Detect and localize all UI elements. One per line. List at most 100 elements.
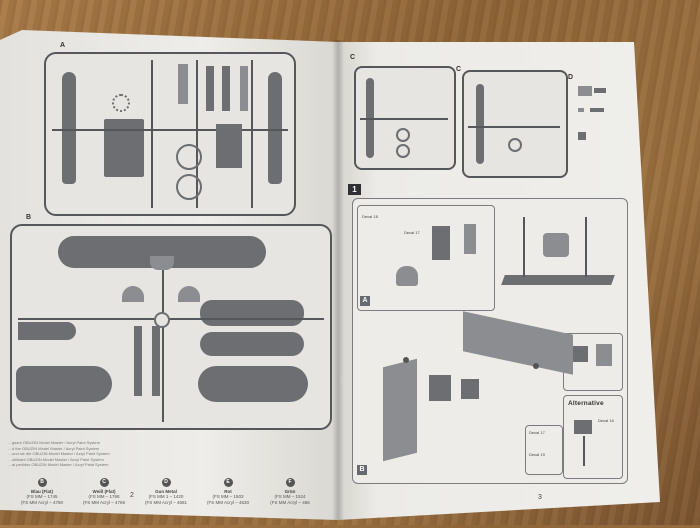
paint-color-row: B Blau (Flat) (FS MM – 1745 (FS MM Acryl…: [14, 478, 334, 520]
legend-swatch-2: [578, 108, 584, 112]
paint-name: Gun Metal: [155, 489, 177, 494]
wing-center-part: [150, 256, 174, 270]
detail-box-1: [563, 333, 623, 391]
sprue-c-ring-2: [396, 144, 410, 158]
fuselage-assembly: [383, 311, 573, 463]
page-number-right: 3: [538, 494, 542, 501]
legend-swatch-1: [578, 86, 592, 96]
paint-f: F Grün (FS MM – 1524 (FS MM Acryl – 466: [262, 478, 318, 506]
canopy-part-1: [122, 286, 144, 302]
fuselage-side-left: [383, 358, 417, 462]
paint-legend-notes: …gsam OBUZIN Model Master / Acryl Paint …: [8, 440, 333, 468]
decal-label: Decal 18: [362, 214, 378, 219]
sprue-c-2: [462, 70, 568, 178]
paint-code: (FS MM Acryl – 4780: [20, 500, 63, 505]
sprue-b: [10, 224, 332, 430]
alternative-label: Alternative: [568, 400, 604, 407]
sprue-c-label-2: C: [456, 66, 462, 73]
fuselage-half-left: [62, 72, 76, 184]
locator-dot: [403, 357, 409, 363]
paint-name: Rot: [224, 489, 232, 494]
book-spine: [332, 40, 344, 520]
instrument-part: [461, 379, 479, 399]
legend-line: …ai pedidos OBUZIN Model Master / Acryl …: [8, 462, 109, 467]
cockpit-part: [543, 233, 569, 257]
legend-swatch-text-1: [594, 88, 606, 93]
floor-part: [501, 275, 615, 285]
paint-code: (FS MM Acryl – 466: [270, 500, 310, 505]
paint-letter-badge: C: [99, 478, 109, 487]
sprue-c-label: C: [350, 54, 356, 61]
paint-name: Grün: [284, 489, 296, 494]
locator-dot: [533, 363, 539, 369]
decal-box: Decal 17 Decal 19: [525, 425, 563, 475]
paint-letter-badge: B: [37, 478, 47, 487]
panel-part: [464, 224, 476, 254]
lower-wing-left: [16, 366, 112, 402]
lower-wing-right-2: [200, 332, 304, 356]
wing-panel-part: [104, 119, 144, 177]
sprue-c2-part: [476, 84, 484, 164]
sprue-c-1: [354, 66, 456, 170]
decal-label: Decal 17: [529, 430, 545, 435]
left-page: A B …gsam OBUZIN Model M: [0, 30, 338, 520]
paint-code: (FS MM – 1524: [274, 494, 306, 499]
sprue-c2-ring: [508, 138, 522, 152]
legend-line: …utilisant OBUZIN Model Master / Acryl P…: [8, 456, 104, 462]
paint-code: (FS MM Acryl – 4769: [82, 500, 125, 505]
sprue-c2-rod: [468, 126, 560, 128]
guide-line-1: [523, 217, 525, 277]
legend-line: …gsam OBUZIN Model Master / Acryl Paint …: [8, 440, 101, 445]
sub-b-badge: B: [357, 465, 367, 475]
detail-part: [572, 346, 588, 362]
paint-code: (FS MM – 1768: [88, 494, 120, 499]
paint-letter-badge: E: [223, 478, 233, 487]
paint-code: (FS MM – 1503: [212, 494, 244, 499]
legend-swatch-3: [578, 132, 586, 140]
paint-code: (FS MM Acryl – 4630: [206, 500, 249, 505]
step-1-frame: Decal 18 Decal 17 A Alternative Decal 16: [352, 198, 628, 484]
sprue-c-rod: [360, 118, 448, 120]
cockpit-tub: [429, 375, 451, 401]
seat-part: [396, 266, 418, 286]
paint-name: Weiß (Flat): [92, 489, 116, 494]
spar-1: [134, 326, 142, 396]
strut-part-3: [240, 66, 248, 111]
paint-letter-badge: D: [161, 478, 171, 487]
sprue-rod-vertical-3: [251, 60, 253, 208]
lower-wing-right-3: [198, 366, 308, 402]
paint-d: D Gun Metal (FS MM 1 – 1420 (FS MM Acryl…: [138, 478, 194, 506]
legend-line: …und sie die OBUZIN Model Master / Acryl…: [8, 451, 110, 456]
sprue-c-ring: [396, 128, 410, 142]
paint-e: E Rot (FS MM – 1503 (FS MM Acryl – 4630: [200, 478, 256, 506]
canopy-part-2: [178, 286, 200, 302]
alt-guide: [583, 436, 585, 466]
upper-assembly: [501, 209, 621, 305]
sprue-d-legend: [578, 86, 618, 146]
sprue-b-label: B: [26, 214, 32, 221]
sprue-d-label: D: [568, 74, 574, 81]
tail-part: [216, 124, 242, 168]
legend-line: …d the OBUZIN Model Master / Acryl Paint…: [8, 445, 100, 451]
paint-letter-badge: F: [285, 478, 295, 487]
sprue-rod-vertical-2: [196, 60, 198, 208]
sprue-b-rod-vertical: [162, 270, 164, 422]
spar-2: [152, 326, 160, 396]
page-number-left: 2: [130, 492, 134, 499]
fuselage-side-right: [463, 311, 573, 375]
paint-code: (FS MM Acryl – 4681: [144, 500, 187, 505]
decal-label: Decal 16: [598, 418, 614, 423]
decal-label: Decal 19: [529, 452, 545, 457]
lower-wing-right-1: [200, 300, 304, 326]
propeller-part: [178, 64, 188, 104]
sub-a-badge: A: [360, 296, 370, 306]
sprue-b-rod: [18, 318, 324, 320]
engine-part: [112, 94, 130, 112]
control-part: [432, 226, 450, 260]
wheel-part: [176, 144, 202, 170]
sprue-rod-vertical-1: [151, 60, 153, 208]
sprue-a: [44, 52, 296, 216]
sub-assembly-a: Decal 18 Decal 17 A: [357, 205, 495, 311]
guide-line-2: [585, 217, 587, 277]
paint-c: C Weiß (Flat) (FS MM – 1768 (FS MM Acryl…: [76, 478, 132, 506]
